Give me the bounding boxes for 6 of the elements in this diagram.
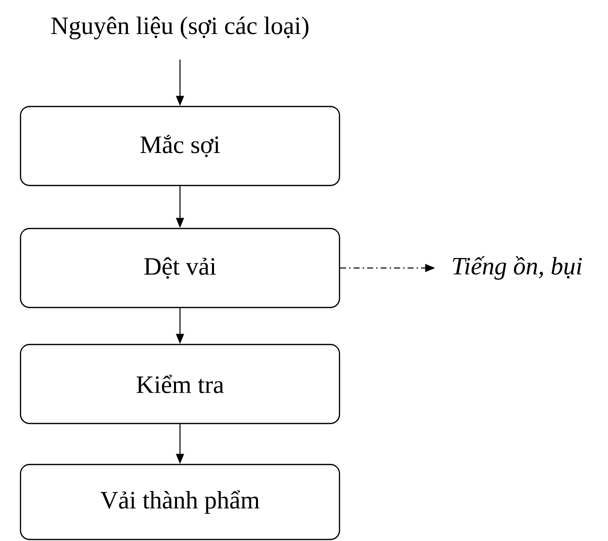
process-box: Dệt vải [20, 228, 340, 308]
process-box: Kiểm tra [20, 344, 340, 424]
input-label: Nguyên liệu (sợi các loại) [51, 16, 308, 40]
process-box: Mắc sợi [20, 106, 340, 186]
process-box: Vải thành phẩm [20, 464, 340, 540]
output-label: Tiếng ồn, bụi [453, 256, 582, 280]
